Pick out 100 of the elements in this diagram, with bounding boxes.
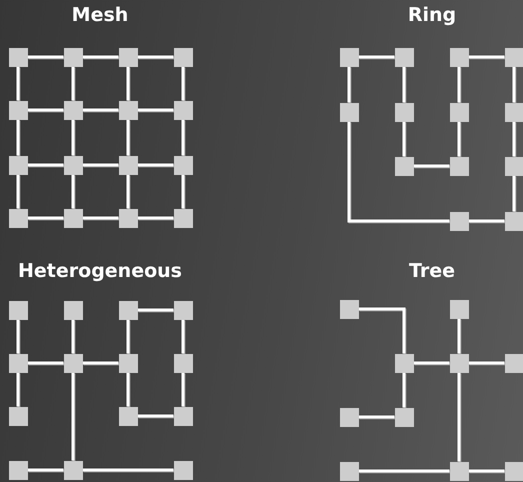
- connector-line: [458, 372, 460, 462]
- connector-line: [126, 320, 130, 354]
- network-node-square: [394, 408, 414, 426]
- network-node-square: [340, 300, 358, 318]
- network-node-square: [174, 354, 192, 372]
- connector-line: [138, 414, 174, 418]
- connector-line: [28, 164, 64, 166]
- network-node-square: [64, 48, 82, 66]
- connector-line: [182, 66, 184, 100]
- network-node-square: [340, 408, 358, 426]
- network-node-square: [504, 354, 523, 372]
- network-node-square: [174, 406, 192, 426]
- connector-line: [512, 66, 516, 102]
- network-node-square: [64, 300, 82, 320]
- network-node-square: [504, 102, 523, 122]
- network-node-square: [174, 48, 192, 66]
- network-node-square: [64, 208, 82, 228]
- connector-line: [402, 372, 406, 408]
- connector-line: [82, 468, 174, 472]
- network-node-square: [174, 208, 192, 228]
- network-node-square: [118, 354, 138, 372]
- connector-line: [16, 66, 20, 100]
- connector-line: [458, 66, 460, 102]
- connector-line: [138, 56, 174, 58]
- connector-line: [16, 372, 20, 406]
- connector-line: [72, 174, 74, 208]
- connector-line: [126, 66, 130, 100]
- network-node-square: [118, 48, 138, 66]
- connector-line: [358, 416, 394, 418]
- network-node-square: [8, 156, 28, 174]
- network-node-square: [64, 460, 82, 480]
- connector-line: [72, 120, 74, 156]
- connector-line: [348, 122, 450, 222]
- connector-line: [82, 362, 118, 364]
- network-node-square: [64, 156, 82, 174]
- network-node-square: [394, 102, 414, 122]
- network-node-square: [394, 354, 414, 372]
- network-node-square: [64, 354, 82, 372]
- connector-line: [126, 174, 130, 208]
- network-node-square: [450, 156, 468, 176]
- connector-line: [512, 122, 516, 156]
- network-node-square: [450, 48, 468, 66]
- connector-line: [182, 120, 184, 156]
- connector-line: [402, 122, 406, 156]
- section-heading: Mesh: [72, 4, 128, 26]
- network-node-square: [174, 100, 192, 120]
- network-node-square: [450, 212, 468, 230]
- network-node-square: [340, 462, 358, 480]
- connector-line: [16, 320, 20, 354]
- network-node-square: [8, 354, 28, 372]
- connector-line: [458, 122, 460, 156]
- network-node-square: [8, 208, 28, 228]
- network-node-square: [118, 406, 138, 426]
- network-node-square: [450, 300, 468, 318]
- network-node-square: [394, 48, 414, 66]
- connector-line: [458, 318, 460, 354]
- network-node-square: [504, 212, 523, 230]
- network-node-square: [8, 48, 28, 66]
- network-node-square: [118, 100, 138, 120]
- connector-line: [358, 56, 394, 58]
- network-node-square: [174, 460, 192, 480]
- connector-line: [138, 308, 174, 312]
- connector-line: [82, 108, 118, 112]
- connector-line: [414, 362, 450, 364]
- connector-line: [126, 120, 130, 156]
- network-node-square: [64, 100, 82, 120]
- connector-line: [82, 56, 118, 58]
- connector-line: [126, 372, 130, 406]
- connector-line: [358, 470, 450, 472]
- network-node-square: [394, 156, 414, 176]
- connector-line: [72, 320, 74, 354]
- connector-line: [348, 66, 350, 102]
- connector-line: [28, 108, 64, 112]
- section-heading: Tree: [409, 260, 455, 282]
- network-node-square: [504, 48, 523, 66]
- connector-line: [182, 320, 184, 354]
- connector-line: [138, 216, 174, 220]
- connector-line: [72, 66, 74, 100]
- network-node-square: [340, 48, 358, 66]
- network-node-square: [118, 156, 138, 174]
- network-node-square: [118, 300, 138, 320]
- connector-line: [468, 470, 504, 472]
- network-node-square: [118, 208, 138, 228]
- connector-line: [468, 220, 504, 222]
- connector-line: [138, 108, 174, 112]
- section-heading: Heterogeneous: [18, 260, 182, 282]
- connector-line: [468, 56, 504, 58]
- connector-line: [358, 308, 406, 354]
- network-node-square: [174, 300, 192, 320]
- network-node-square: [450, 102, 468, 122]
- connector-line: [72, 372, 74, 460]
- network-node-square: [8, 460, 28, 480]
- connector-line: [28, 362, 64, 364]
- network-node-square: [340, 102, 358, 122]
- network-node-square: [504, 462, 523, 480]
- connector-line: [16, 174, 20, 208]
- connector-line: [16, 120, 20, 156]
- connector-line: [402, 66, 406, 102]
- connector-line: [28, 56, 64, 58]
- network-node-square: [450, 354, 468, 372]
